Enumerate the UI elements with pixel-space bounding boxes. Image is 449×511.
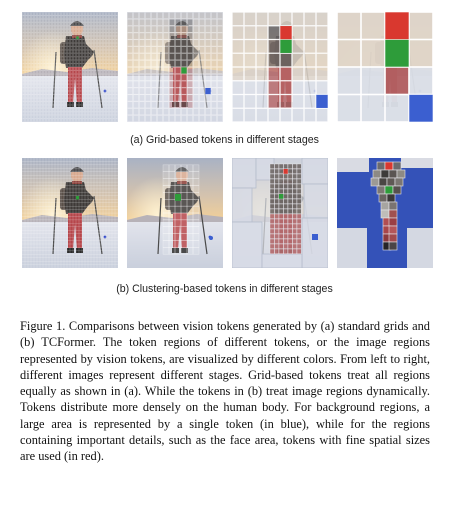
cluster-stage-1-panel <box>22 158 118 268</box>
grid-stage-4-panel <box>337 12 433 122</box>
cluster-stage-2-panel <box>127 158 223 268</box>
grid-stage-3-panel <box>232 12 328 122</box>
cluster-stage-3-panel <box>232 158 328 268</box>
cluster-stage-4-panel <box>337 158 433 268</box>
token-clusters <box>337 158 433 268</box>
figure-caption: Figure 1. Comparisons between vision tok… <box>20 319 430 464</box>
row-b-label: (b) Clustering-based tokens in different… <box>116 283 333 295</box>
token-grid <box>127 12 223 122</box>
token-grid <box>22 12 118 122</box>
row-a-label: (a) Grid-based tokens in different stage… <box>130 134 319 146</box>
token-grid <box>337 12 433 122</box>
grid-stage-2-panel <box>127 12 223 122</box>
token-clusters <box>22 158 118 268</box>
token-grid <box>232 12 328 122</box>
token-clusters <box>232 158 328 268</box>
token-clusters <box>162 164 213 255</box>
grid-stage-1-panel <box>22 12 118 122</box>
